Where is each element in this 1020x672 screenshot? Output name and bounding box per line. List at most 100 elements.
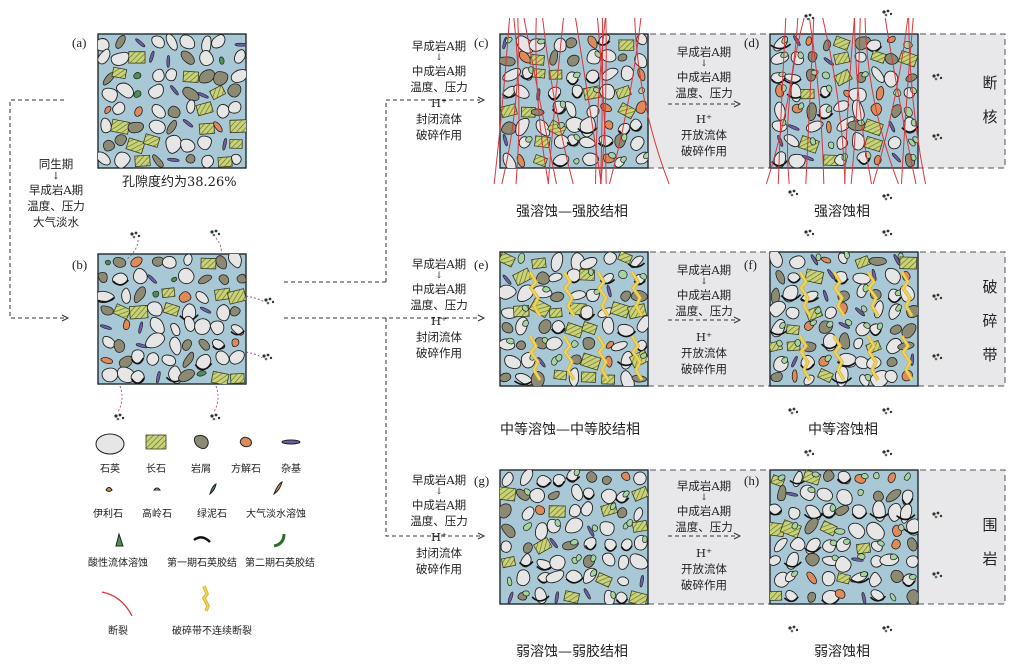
process-line: 中成岩A期 [664,69,744,85]
feldspar-grain [554,370,567,380]
arrow-head [478,315,484,321]
expelled-particles [940,137,942,139]
chlorite [219,57,224,64]
process-line: 开放流体 [664,561,744,577]
rock-fragment [114,340,125,353]
acid-dissolution [642,536,647,543]
expelled-particles [937,572,940,575]
open-process-text-row3: 早成岩A期 ↓ 中成岩A期 温度、压力 H⁺ 开放流体 破碎作用 [664,478,744,593]
expelled-particles [882,230,885,233]
feldspar-grain [801,89,814,99]
expelled-particles [885,14,888,17]
feldspar-legend-icon [146,435,166,449]
expelled-particles [940,357,942,359]
expelled-particles [890,197,892,199]
expelled-particles [882,626,885,629]
process-line: 中成岩A期 [400,281,478,297]
expelled-particles [793,408,796,411]
expelled-particles [812,233,814,235]
process-line: H⁺ [400,95,478,111]
zone-char: 断 [978,66,1002,100]
quartz-grain [217,305,230,321]
panel-h-label: (h) [744,474,759,488]
caption-weak-left: 弱溶蚀—弱胶结相 [516,645,628,659]
expelled-particles [213,234,216,237]
expelled-particles [130,232,133,235]
acid-dissolution [571,539,578,545]
process-line: 中成岩A期 [664,503,744,519]
acid-dissolution [798,52,804,59]
quartz-grain [162,256,176,268]
expelled-particles [788,626,791,629]
chlorite-legend-icon [210,484,216,494]
zone-char: 带 [978,338,1002,372]
process-line: 开放流体 [664,345,744,361]
zone-char: 破 [978,270,1002,304]
expelled-particles [940,515,942,517]
expelled-particles [932,74,935,77]
quartz-legend-icon [96,434,124,454]
acid-dissolution [810,138,816,145]
panel-h [765,470,922,606]
process-line: 中成岩A期 [400,497,478,513]
acid-dissolution [830,504,836,511]
illite-legend-icon [106,488,112,492]
feldspar-grain [199,123,214,134]
feldspar-grain [581,372,596,383]
left-process-text: 同生期 ↓ 早成岩A期 温度、压力 大气淡水 [16,156,96,230]
closed-process-text-row1: 早成岩A期 ↓ 中成岩A期 温度、压力 H⁺ 封闭流体 破碎作用 [400,38,478,143]
feldspar-grain [135,155,150,166]
matrix-legend-icon [282,440,300,444]
quartz-grain [195,319,211,335]
calcite [123,320,129,330]
expelled-particles [809,230,812,233]
expelled-particles [807,234,810,237]
expelled-particles [788,408,791,411]
expelled-particles [804,230,807,233]
process-arrow: ↓ [664,60,744,69]
expelled-particles [885,234,888,237]
process-line: 封闭流体 [400,329,478,345]
legend-label-fracture: 断裂 [78,625,158,639]
panel-a [95,34,248,168]
zone-host-rock: 围 岩 [978,508,1002,576]
process-line: 温度、压力 [400,513,478,529]
expelled-particles [272,301,274,303]
expelled-particles [882,408,885,411]
expelled-particles [882,10,885,13]
expelled-particles [932,572,935,575]
panel-e [498,251,650,390]
zone-char: 碎 [978,304,1002,338]
caption-medium-right: 中等溶蚀相 [808,423,878,437]
expelled-particles [937,512,940,515]
rock-fragment [237,274,246,283]
calcite [232,339,239,347]
process-line: 中成岩A期 [664,287,744,303]
acid-dissolution [560,101,565,108]
meteoric-dissolution-legend-icon [274,482,282,494]
legend-label-acid-dissolution: 酸性流体溶蚀 [78,557,158,571]
chlorite [835,529,845,535]
legend-label-quartz-cement-1: 第一期石英胶结 [162,557,242,571]
kaolinite-legend-icon [154,488,160,490]
expelled-particles [890,453,892,455]
closed-process-text-row3: 早成岩A期 ↓ 中成岩A期 温度、压力 H⁺ 封闭流体 破碎作用 [400,472,478,577]
expelled-particles [791,412,794,415]
expelled-particles [937,354,940,357]
rock-fragment [807,103,817,121]
acid-dissolution [592,525,598,532]
expelled-particles [138,235,140,237]
expelled-particles [940,575,942,577]
process-line: 封闭流体 [400,111,478,127]
expelled-particles [890,411,892,413]
zone-breccia: 破 碎 带 [978,270,1002,372]
quartz-grain [530,488,545,502]
acid-dissolution [777,340,783,346]
expelled-particles [807,18,810,21]
quartz-grain [907,556,919,568]
process-line: 温度、压力 [664,519,744,535]
quartz-grain [618,577,629,586]
process-arrow: ↓ [400,272,478,281]
process-line: H⁺ [664,545,744,561]
